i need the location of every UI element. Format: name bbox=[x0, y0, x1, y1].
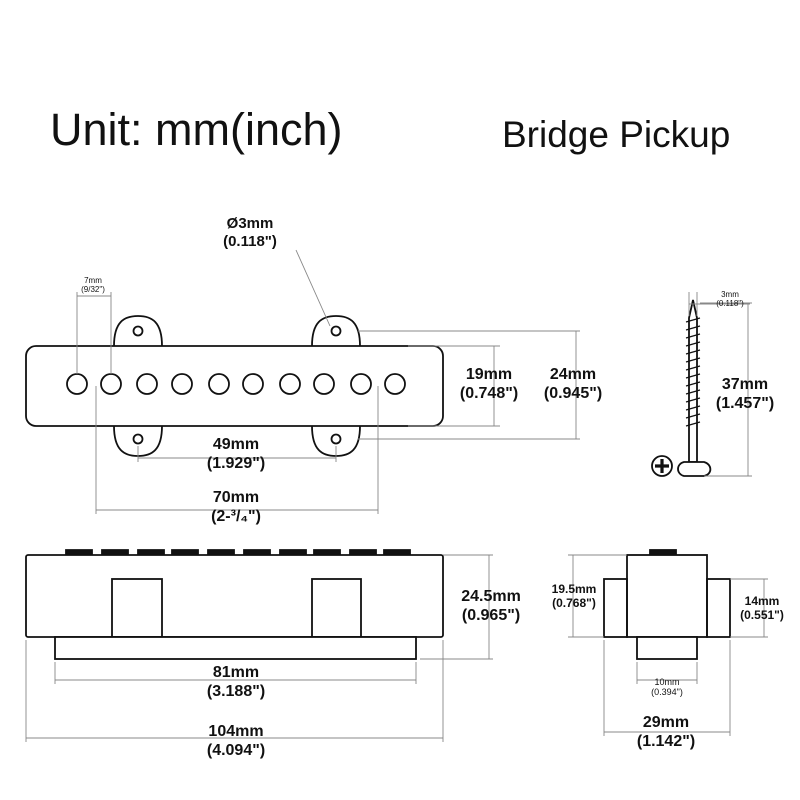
mount-tab-end-right bbox=[706, 578, 731, 638]
mount-ear-top-left bbox=[113, 315, 163, 347]
end-tab-height-mm: 14mm bbox=[744, 594, 780, 608]
end-base-width-mm: 10mm bbox=[654, 677, 680, 687]
top-view bbox=[25, 315, 444, 457]
screw-diameter-label: 3mm (0.118") bbox=[716, 290, 744, 309]
end-total-width-mm: 29mm bbox=[642, 714, 690, 731]
screw-head bbox=[677, 461, 712, 477]
end-tab-height-inch: (0.551") bbox=[740, 608, 784, 623]
end-body-height-mm: 19.5mm bbox=[551, 582, 597, 596]
hole-diameter-label: Ø3mm (0.118") bbox=[223, 215, 277, 250]
base-length-inch: (3.188") bbox=[206, 682, 266, 700]
phillips-cross-icon bbox=[655, 459, 669, 473]
screw-length-inch: (1.457") bbox=[715, 394, 775, 412]
side-view bbox=[25, 549, 444, 660]
pole-span-inch: (2-³/₄") bbox=[211, 507, 261, 525]
side-height-mm: 24.5mm bbox=[461, 588, 521, 605]
mount-hole-bottom-right bbox=[330, 433, 342, 445]
pickup-base-end bbox=[636, 636, 698, 660]
total-length-mm: 104mm bbox=[208, 723, 264, 740]
mount-hole-spacing-label: 49mm (1.929") bbox=[207, 436, 265, 474]
base-length-label: 81mm (3.188") bbox=[207, 664, 265, 702]
inner-width-label: 19mm (0.748") bbox=[460, 366, 518, 404]
screw-thread bbox=[685, 317, 701, 427]
mount-hole-bottom-left bbox=[132, 433, 144, 445]
unit-title: Unit: mm(inch) bbox=[50, 104, 343, 155]
end-view bbox=[603, 549, 731, 660]
pole-spacing-inch: (9/32") bbox=[81, 284, 105, 294]
hole-diameter-inch: (0.118") bbox=[223, 232, 277, 250]
end-total-width-inch: (1.142") bbox=[636, 732, 696, 750]
pole-piece bbox=[313, 373, 335, 395]
outer-width-mm: 24mm bbox=[549, 366, 597, 383]
pole-spacing-label: 7mm (9/32") bbox=[81, 276, 105, 295]
pole-piece bbox=[350, 373, 372, 395]
mount-hole-top-right bbox=[330, 325, 342, 337]
screw-diameter-inch: (0.118") bbox=[716, 298, 744, 308]
total-length-inch: (4.094") bbox=[206, 741, 266, 759]
pole-piece bbox=[242, 373, 264, 395]
inner-width-inch: (0.748") bbox=[459, 384, 519, 402]
end-base-width-label: 10mm (0.394") bbox=[651, 677, 683, 698]
mount-hole-spacing-inch: (1.929") bbox=[206, 454, 266, 472]
end-body-height-label: 19.5mm (0.768") bbox=[552, 582, 597, 610]
pickup-title: Bridge Pickup bbox=[502, 114, 731, 155]
pole-piece bbox=[279, 373, 301, 395]
pole-piece bbox=[136, 373, 158, 395]
mount-tab-end-left bbox=[603, 578, 628, 638]
pickup-body-end bbox=[626, 554, 708, 638]
total-length-label: 104mm (4.094") bbox=[207, 723, 265, 761]
pole-span-mm: 70mm bbox=[212, 489, 260, 506]
side-height-inch: (0.965") bbox=[461, 606, 521, 624]
inner-width-mm: 19mm bbox=[465, 366, 513, 383]
screw-length-mm: 37mm bbox=[721, 376, 769, 393]
end-body-height-inch: (0.768") bbox=[552, 596, 596, 611]
pole-piece bbox=[171, 373, 193, 395]
dimension-lines bbox=[25, 249, 768, 742]
pole-piece bbox=[208, 373, 230, 395]
pole-span-label: 70mm (2-³/₄") bbox=[211, 489, 261, 527]
base-length-mm: 81mm bbox=[212, 664, 260, 681]
pole-tops bbox=[65, 549, 411, 556]
end-tab-height-label: 14mm (0.551") bbox=[740, 594, 784, 622]
end-base-width-inch: (0.394") bbox=[651, 686, 683, 697]
screw-diameter-mm: 3mm bbox=[721, 290, 739, 299]
pickup-base-side bbox=[54, 636, 417, 660]
side-height-label: 24.5mm (0.965") bbox=[461, 588, 521, 626]
end-total-width-label: 29mm (1.142") bbox=[637, 714, 695, 752]
pickup-body-side bbox=[25, 554, 444, 638]
mount-ear-top-right bbox=[311, 315, 361, 347]
pickup-body-top bbox=[25, 345, 444, 427]
outer-width-inch: (0.945") bbox=[543, 384, 603, 402]
pole-spacing-mm: 7mm bbox=[84, 276, 102, 285]
mount-hole-spacing-mm: 49mm bbox=[212, 436, 260, 453]
pole-piece bbox=[384, 373, 406, 395]
outer-width-label: 24mm (0.945") bbox=[544, 366, 602, 404]
hole-diameter-mm: Ø3mm bbox=[226, 215, 274, 232]
mount-hole-top-left bbox=[132, 325, 144, 337]
screw-length-label: 37mm (1.457") bbox=[716, 376, 774, 414]
mounting-screw bbox=[651, 299, 712, 477]
screw-shaft bbox=[688, 299, 698, 463]
